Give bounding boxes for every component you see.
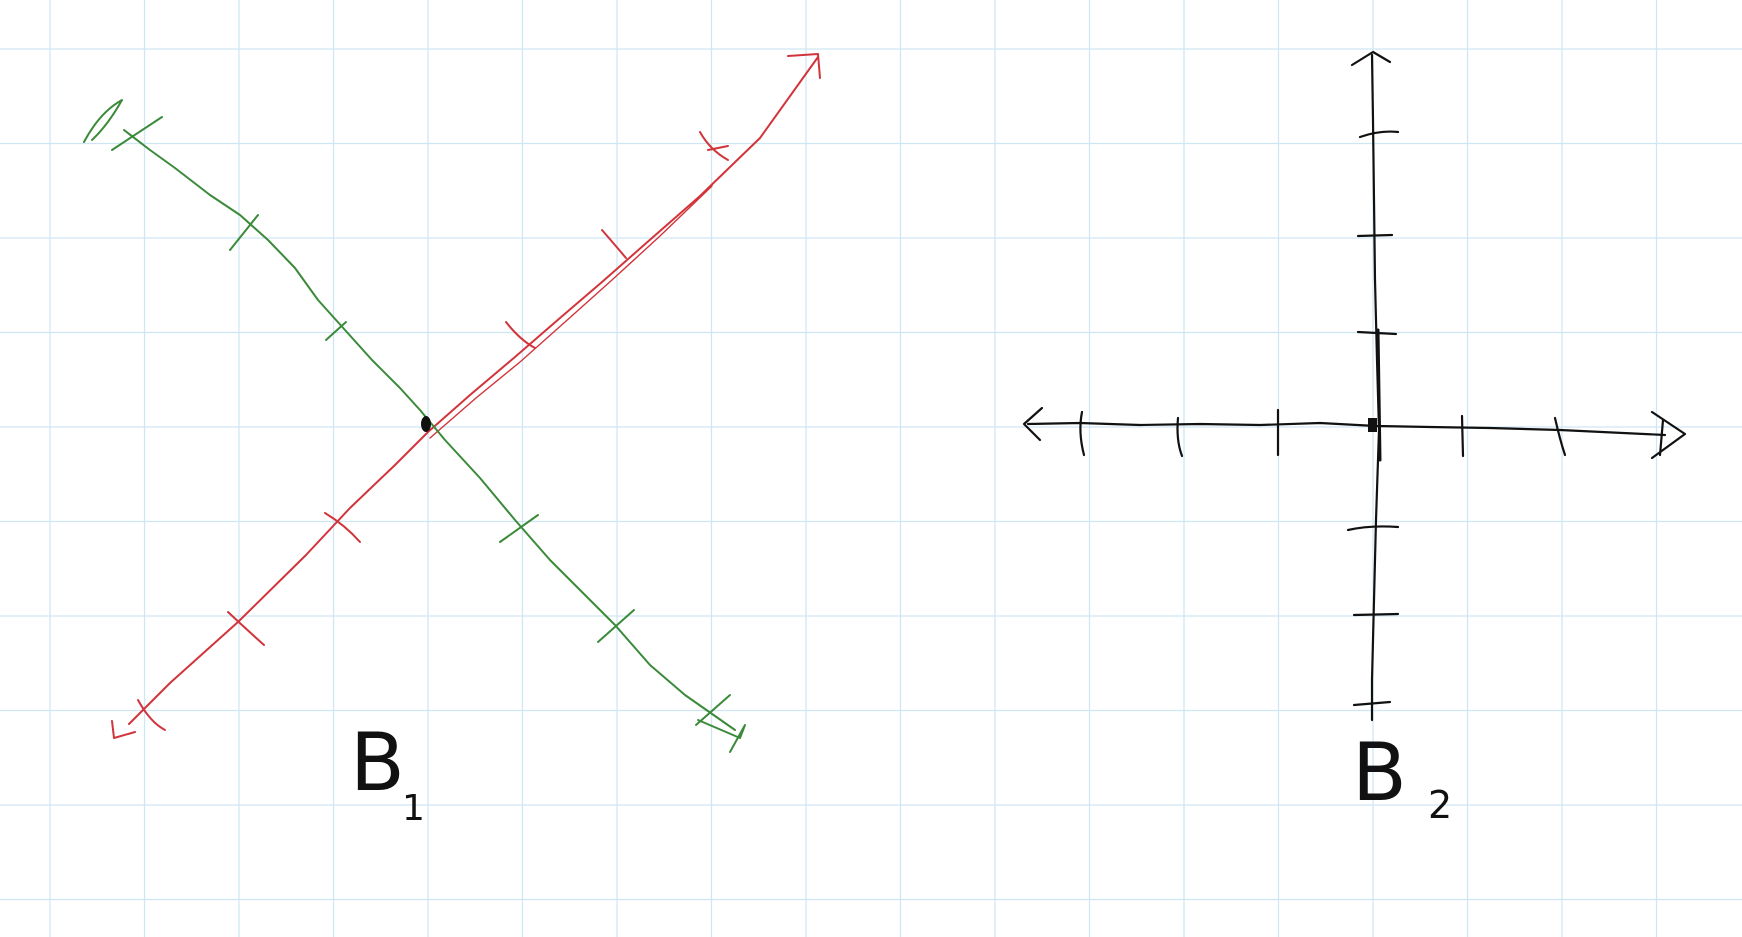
b2-vertical-axis-overdraw (1376, 328, 1382, 462)
green-arrowhead-top-icon (83, 99, 123, 143)
b2-tick (1553, 416, 1567, 457)
b2-label-subscript: 2 (1428, 783, 1452, 827)
b2-horizontal-axis (1026, 421, 1667, 437)
basis-b1-diagram: B 1 (83, 53, 821, 829)
b1-label-subscript: 1 (402, 788, 425, 829)
red-tick (227, 611, 265, 646)
b2-tick (1346, 525, 1400, 532)
red-tick (137, 699, 166, 731)
green-tick (597, 609, 635, 643)
red-axis (111, 53, 821, 739)
b2-tick (1352, 612, 1400, 617)
b2-tick (1176, 416, 1184, 458)
b2-tick (1358, 130, 1400, 139)
b2-tick (1356, 330, 1398, 336)
red-arrowhead-top-icon (787, 53, 821, 79)
red-tick (699, 131, 729, 161)
red-tick (601, 229, 627, 259)
green-tick (111, 116, 163, 151)
red-tick (707, 145, 729, 151)
b2-label: B (1352, 726, 1407, 819)
b1-origin-dot (421, 416, 431, 432)
red-axis-line-double (429, 185, 713, 439)
green-tick (229, 214, 259, 251)
green-axis-line (123, 129, 736, 731)
b2-origin-dot (1368, 418, 1377, 432)
green-tick (325, 321, 347, 341)
green-arrowhead-bottom-icon (697, 719, 746, 753)
basis-b2-diagram (1022, 50, 1687, 722)
red-tick (505, 321, 536, 349)
b2-tick (1460, 414, 1465, 458)
b1-label: B (350, 716, 405, 809)
b2-tick (1356, 233, 1394, 238)
b2-arrowhead-right-icon (1650, 410, 1687, 460)
green-tick (499, 514, 539, 543)
green-axis (83, 99, 746, 753)
b2-arrowhead-left-icon (1022, 406, 1044, 442)
red-arrowhead-bottom-icon (111, 720, 136, 739)
red-axis-line (128, 56, 819, 725)
b2-tick (1079, 410, 1086, 457)
green-tick (695, 694, 731, 726)
red-tick (324, 512, 361, 543)
b2-arrowhead-top-icon (1350, 50, 1392, 67)
b2-tick (1352, 700, 1392, 707)
